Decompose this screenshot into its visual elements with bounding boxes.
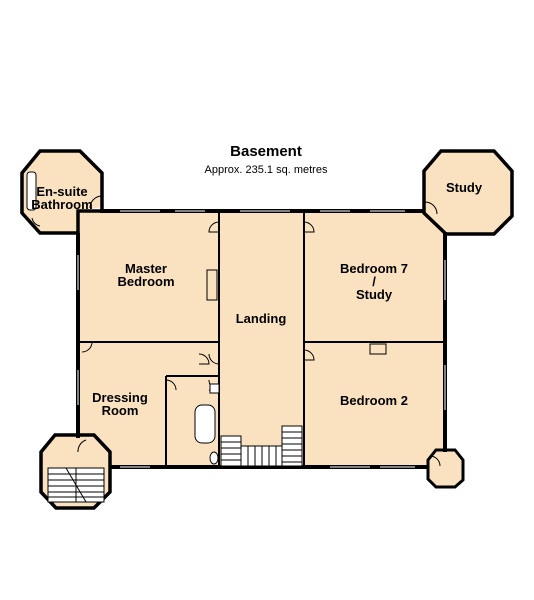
door-arc — [77, 439, 87, 453]
room-label-dressing: Dressing Room — [92, 390, 148, 418]
main-stairs — [220, 425, 303, 467]
tower-ensuite — [20, 151, 102, 233]
room-label-bedroom2: Bedroom 2 — [340, 393, 408, 408]
room-label-study: Study — [445, 180, 483, 195]
room-label-master: Master Bedroom — [117, 261, 175, 289]
tower-study — [423, 151, 513, 235]
floor-fill — [20, 151, 513, 508]
floor-main — [78, 211, 445, 467]
doors — [31, 195, 441, 467]
tower-stairs — [47, 467, 105, 503]
fireplace-bed7 — [369, 343, 387, 355]
stair-left — [220, 435, 242, 467]
fireplace-master — [206, 269, 218, 301]
door-arc — [198, 353, 210, 365]
floor-title: Basement — [230, 143, 302, 160]
wall-tower-study — [422, 149, 514, 236]
fixture-box — [209, 383, 220, 394]
door-arc — [208, 353, 220, 365]
wall-tower-bottom-right — [426, 448, 465, 489]
bath-ensuite — [26, 171, 37, 211]
room-label-bedroom7: Bedroom 7 / Study — [340, 261, 408, 302]
door-arc — [208, 221, 220, 233]
interior-walls — [78, 211, 445, 467]
door-arc — [89, 195, 103, 209]
wall-tower-ensuite — [20, 149, 104, 235]
room-label-landing: Landing — [235, 311, 287, 326]
door-arc — [429, 455, 441, 467]
door-arc — [31, 217, 41, 227]
door-arc — [424, 201, 438, 215]
door-arc — [165, 379, 177, 391]
wall-tower-stair — [39, 433, 112, 510]
door-arc — [303, 349, 315, 361]
tread — [65, 467, 87, 503]
windows — [77, 210, 446, 468]
bath-main — [194, 404, 216, 444]
floor-area: Approx. 235.1 sq. metres — [204, 164, 328, 176]
door-arc — [303, 221, 315, 233]
door-arc — [81, 341, 93, 353]
room-label-ensuite: En-suite Bathroom — [31, 184, 93, 212]
toilet — [209, 451, 219, 465]
tower-bottom-right — [427, 450, 464, 488]
fixtures — [26, 171, 387, 465]
